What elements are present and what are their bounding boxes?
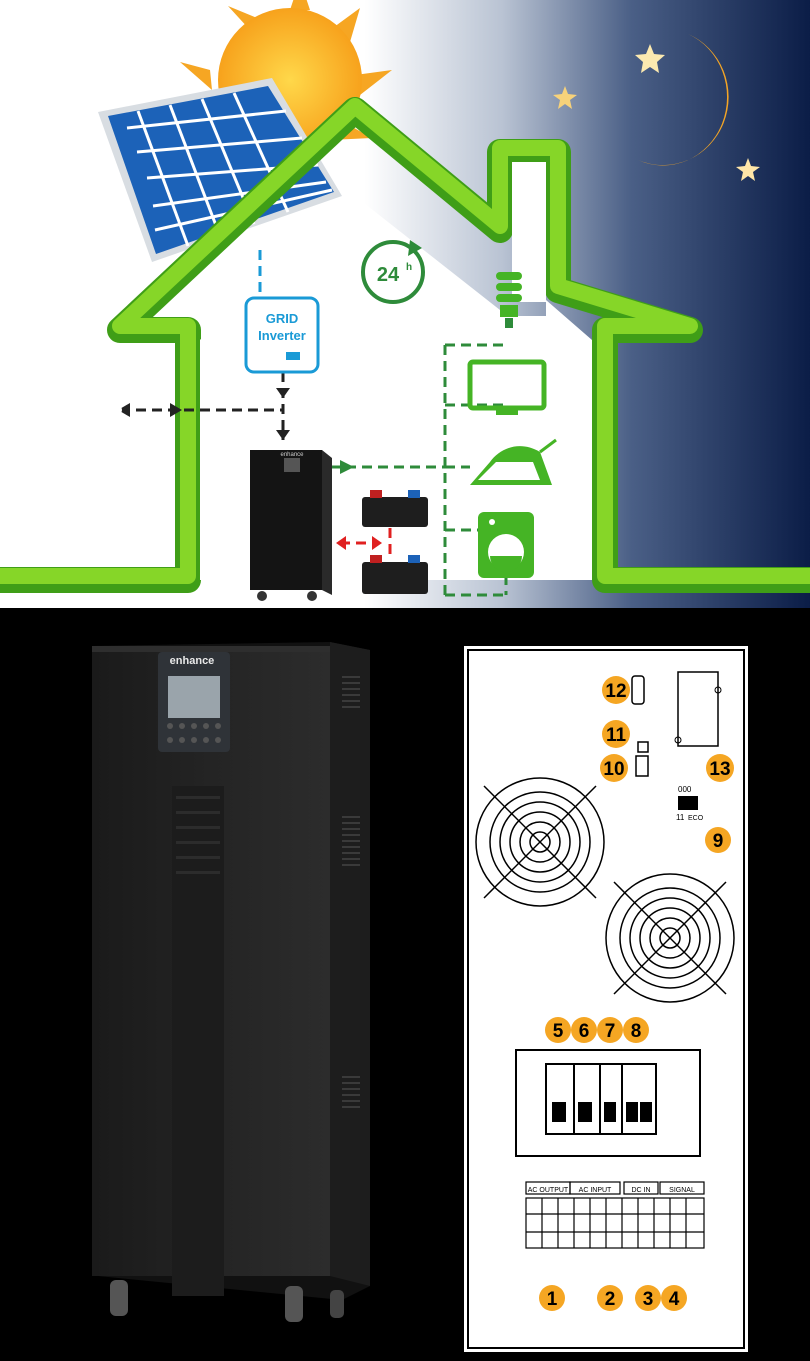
callout-11: 11 [602, 720, 630, 748]
svg-text:13: 13 [709, 759, 730, 780]
terminal-header-signal: SIGNAL [669, 1187, 695, 1194]
callout-8: 8 [623, 1017, 649, 1043]
svg-text:7: 7 [605, 1021, 616, 1042]
battery-icon [362, 490, 428, 527]
callout-9: 9 [705, 827, 731, 853]
cooling-fan-icon [605, 873, 735, 1003]
inverter-label-line1: GRID [266, 311, 299, 326]
ups-tower-icon [250, 450, 332, 601]
svg-text:8: 8 [631, 1021, 642, 1042]
clock-24h-icon: 24 h [361, 240, 425, 304]
star-icon [553, 86, 577, 109]
lcd-control-panel [158, 652, 230, 752]
grid-inverter-box [244, 296, 320, 374]
svg-text:h: h [406, 262, 412, 273]
callout-7: 7 [597, 1017, 623, 1043]
terminal-block [525, 1181, 705, 1249]
callout-13: 13 [706, 754, 734, 782]
ups-brand-logo: enhance [170, 655, 215, 667]
callout-12: 12 [602, 676, 630, 704]
star-icon [736, 158, 760, 181]
ups-brand-small: enhance [280, 452, 304, 458]
callout-6: 6 [571, 1017, 597, 1043]
cfl-bulb-icon [496, 272, 522, 328]
callout-3: 3 [635, 1285, 661, 1311]
svg-text:11: 11 [606, 725, 627, 746]
inverter-label-line2: Inverter [258, 328, 306, 343]
dip-switch-bottom-label: 11 [676, 813, 685, 822]
svg-text:2: 2 [605, 1289, 616, 1310]
caster-wheel-icon [110, 1280, 344, 1322]
callout-5: 5 [545, 1017, 571, 1043]
iron-icon [470, 438, 557, 485]
dip-switch-top-label: 000 [678, 785, 692, 794]
svg-text:6: 6 [579, 1021, 590, 1042]
callout-10: 10 [600, 754, 628, 782]
svg-text:4: 4 [669, 1289, 680, 1310]
breaker-panel [515, 1049, 701, 1157]
ups-front-view: enhance [92, 642, 370, 1322]
callout-2: 2 [597, 1285, 623, 1311]
star-icon [635, 44, 665, 73]
callout-4: 4 [661, 1285, 687, 1311]
svg-text:24: 24 [377, 264, 400, 286]
cooling-fan-icon [475, 777, 605, 907]
rear-panel-diagram: AC OUTPUT AC INPUT DC IN SIGNAL 000 11 E… [464, 646, 748, 1352]
svg-text:12: 12 [605, 681, 626, 702]
dip-switch-eco-label: ECO [688, 815, 704, 822]
svg-text:5: 5 [553, 1021, 564, 1042]
tv-icon [467, 359, 547, 415]
terminal-header-dc-in: DC IN [631, 1187, 650, 1194]
svg-text:10: 10 [603, 759, 624, 780]
terminal-header-ac-input: AC INPUT [579, 1187, 612, 1194]
svg-text:1: 1 [547, 1289, 558, 1310]
terminal-header-ac-output: AC OUTPUT [528, 1187, 569, 1194]
solar-panel-icon [98, 78, 342, 262]
battery-icon [362, 555, 428, 594]
power-pylon-icon [11, 373, 153, 555]
callout-1: 1 [539, 1285, 565, 1311]
washing-machine-icon [478, 512, 534, 578]
svg-text:3: 3 [643, 1289, 654, 1310]
solar-scene: GRID Inverter 24 h enhance [0, 0, 810, 608]
svg-text:9: 9 [713, 831, 724, 852]
